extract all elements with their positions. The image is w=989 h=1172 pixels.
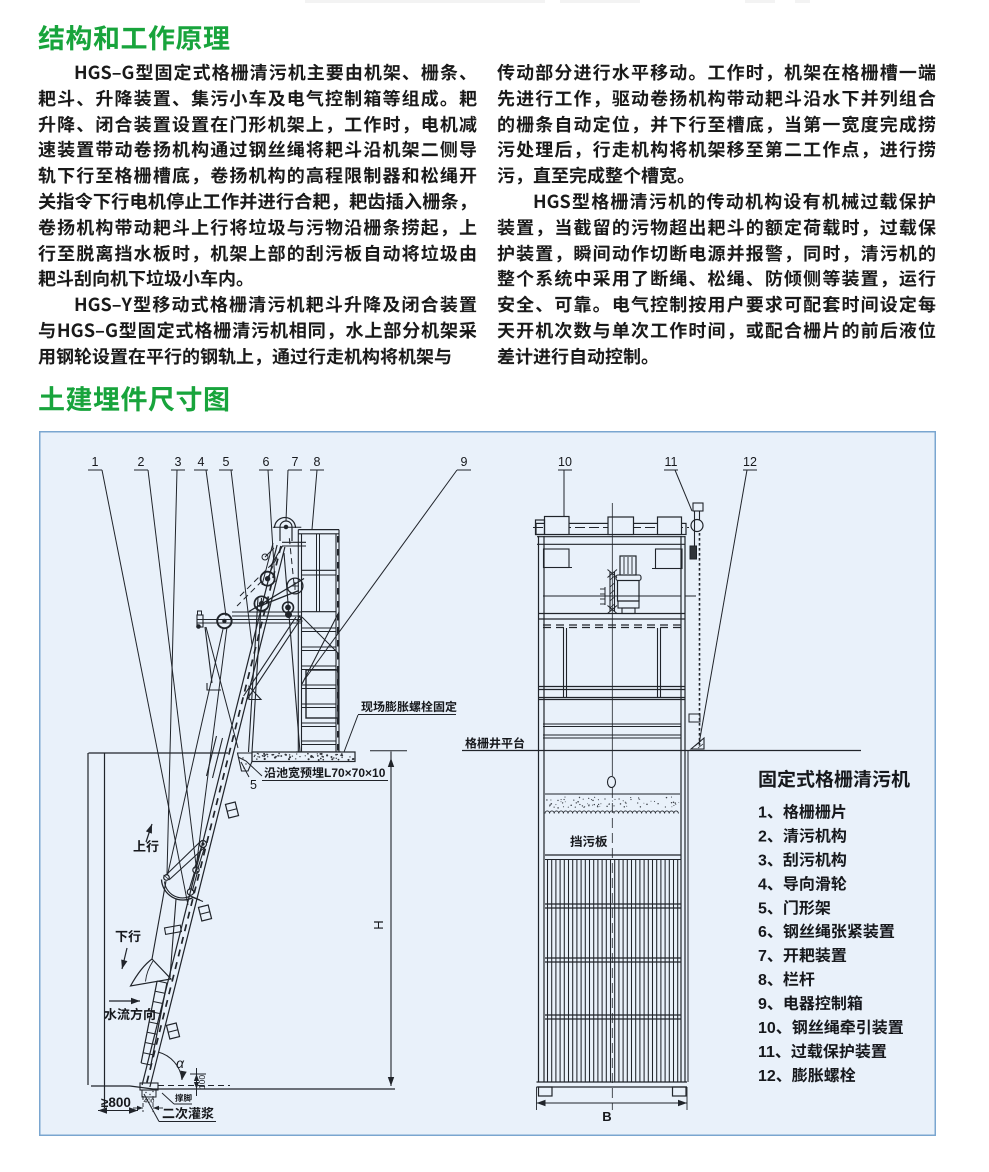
svg-text:5、门形架: 5、门形架 [758,894,831,918]
svg-text:9: 9 [461,455,468,469]
svg-text:4、导向滑轮: 4、导向滑轮 [758,870,847,894]
svg-text:1、格栅栅片: 1、格栅栅片 [758,799,847,823]
svg-text:4: 4 [198,455,205,469]
svg-text:10、钢丝绳牵引装置: 10、钢丝绳牵引装置 [758,1014,904,1038]
svg-text:9、电器控制箱: 9、电器控制箱 [758,990,863,1014]
svg-text:格栅井平台: 格栅井平台 [465,735,525,752]
svg-text:8: 8 [314,455,321,469]
svg-text:3、刮污机构: 3、刮污机构 [758,846,847,870]
svg-text:6: 6 [263,455,270,469]
svg-text:挡污板: 挡污板 [570,831,608,850]
svg-text:6、钢丝绳张紧装置: 6、钢丝绳张紧装置 [758,918,895,942]
svg-text:10: 10 [558,455,572,469]
svg-text:100: 100 [197,1075,207,1089]
svg-text:11、过载保护装置: 11、过载保护装置 [758,1038,887,1062]
svg-text:H: H [371,920,386,929]
svg-text:12: 12 [743,455,757,469]
svg-text:下行: 下行 [115,926,141,945]
svg-text:固定式格栅清污机: 固定式格栅清污机 [758,765,910,792]
svg-text:≥800: ≥800 [101,1095,131,1110]
svg-text:5: 5 [223,455,230,469]
svg-text:α: α [176,1055,185,1071]
svg-text:3: 3 [175,455,182,469]
svg-text:7: 7 [292,455,299,469]
svg-text:1: 1 [92,455,99,469]
svg-text:沿池宽预埋L70×70×10: 沿池宽预埋L70×70×10 [264,764,386,781]
svg-text:400: 400 [144,1098,155,1105]
svg-text:8、栏杆: 8、栏杆 [758,966,815,990]
svg-text:水流方向: 水流方向 [104,1004,156,1023]
svg-text:2: 2 [138,455,145,469]
svg-text:现场膨胀螺栓固定: 现场膨胀螺栓固定 [361,698,457,715]
svg-text:撑脚: 撑脚 [175,1092,193,1104]
svg-text:12、膨胀螺栓: 12、膨胀螺栓 [758,1062,856,1086]
svg-text:2、清污机构: 2、清污机构 [758,823,847,847]
svg-text:11: 11 [665,455,678,469]
svg-text:7、开耙装置: 7、开耙装置 [758,942,847,966]
svg-text:B: B [602,1109,611,1124]
svg-text:5: 5 [250,778,257,792]
svg-text:二次灌浆: 二次灌浆 [162,1103,214,1122]
svg-text:上行: 上行 [133,836,159,855]
